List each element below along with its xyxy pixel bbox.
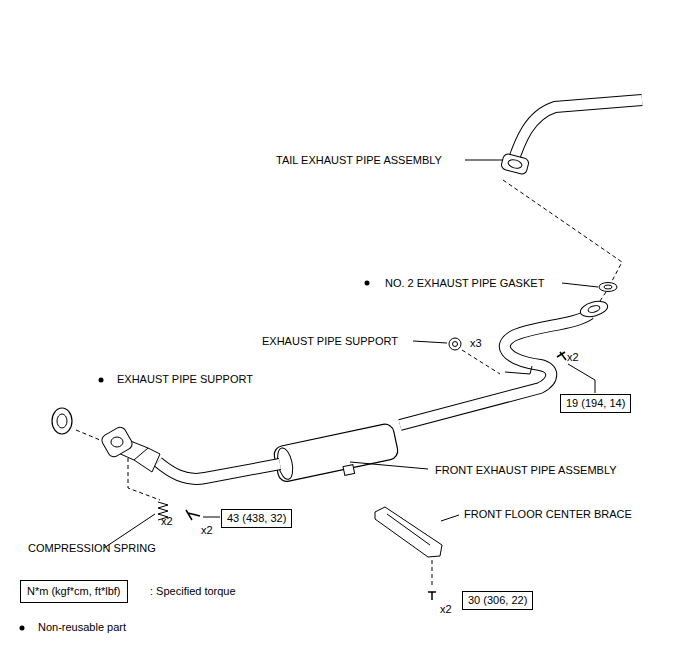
part-name: EXHAUST PIPE SUPPORT: [262, 335, 398, 348]
part-name: FRONT EXHAUST PIPE ASSEMBLY: [435, 464, 617, 477]
part-name: FRONT FLOOR CENTER BRACE: [464, 508, 632, 521]
torque-value: N*m (kgf*cm, ft*lbf): [27, 585, 121, 597]
quantity: x2: [161, 515, 173, 528]
torque-box: 43 (438, 32): [221, 509, 292, 528]
quantity: x3: [470, 337, 482, 350]
torque-value: 19 (194, 14): [566, 397, 625, 409]
quantity: x2: [567, 351, 579, 364]
torque-box: 30 (306, 22): [462, 591, 533, 610]
torque-box: 19 (194, 14): [560, 394, 631, 413]
torque-value: 30 (306, 22): [468, 594, 527, 606]
quantity: x2: [440, 603, 452, 616]
part-name: EXHAUST PIPE SUPPORT: [117, 373, 253, 386]
part-name: NO. 2 EXHAUST PIPE GASKET: [385, 277, 544, 290]
torque-value: 43 (438, 32): [227, 512, 286, 524]
legend-box: N*m (kgf*cm, ft*lbf): [20, 580, 128, 603]
legend-text: Non-reusable part: [38, 621, 126, 634]
part-name: COMPRESSION SPRING: [28, 542, 156, 555]
quantity: x2: [201, 524, 213, 537]
part-name: TAIL EXHAUST PIPE ASSEMBLY: [276, 154, 442, 167]
legend-text: : Specified torque: [150, 585, 236, 598]
